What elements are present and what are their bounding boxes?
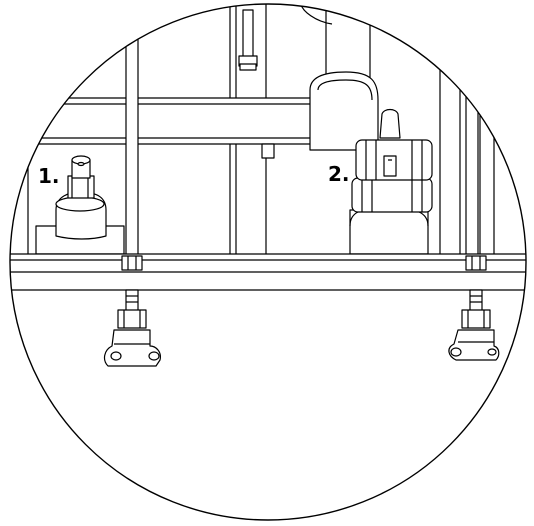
frame-post-left xyxy=(10,4,28,260)
detail-circle xyxy=(10,4,526,520)
threaded-rod-left xyxy=(126,4,138,258)
small-nut-behind xyxy=(262,144,274,158)
needle-valve-icon xyxy=(36,156,124,254)
callout-1: 1. xyxy=(38,164,60,188)
hex-nut-icon xyxy=(466,256,486,270)
frame-beam xyxy=(10,254,526,290)
hex-nut-icon xyxy=(239,10,257,70)
hex-nut-icon xyxy=(122,256,142,270)
callout-2: 2. xyxy=(328,162,350,186)
leveling-foot-icon xyxy=(105,290,161,366)
ball-valve-icon xyxy=(350,110,432,255)
frame-post-right xyxy=(440,4,460,260)
leveling-foot-icon xyxy=(449,290,499,360)
pipe-elbow-icon xyxy=(300,4,378,150)
horizontal-pipe xyxy=(10,98,340,144)
